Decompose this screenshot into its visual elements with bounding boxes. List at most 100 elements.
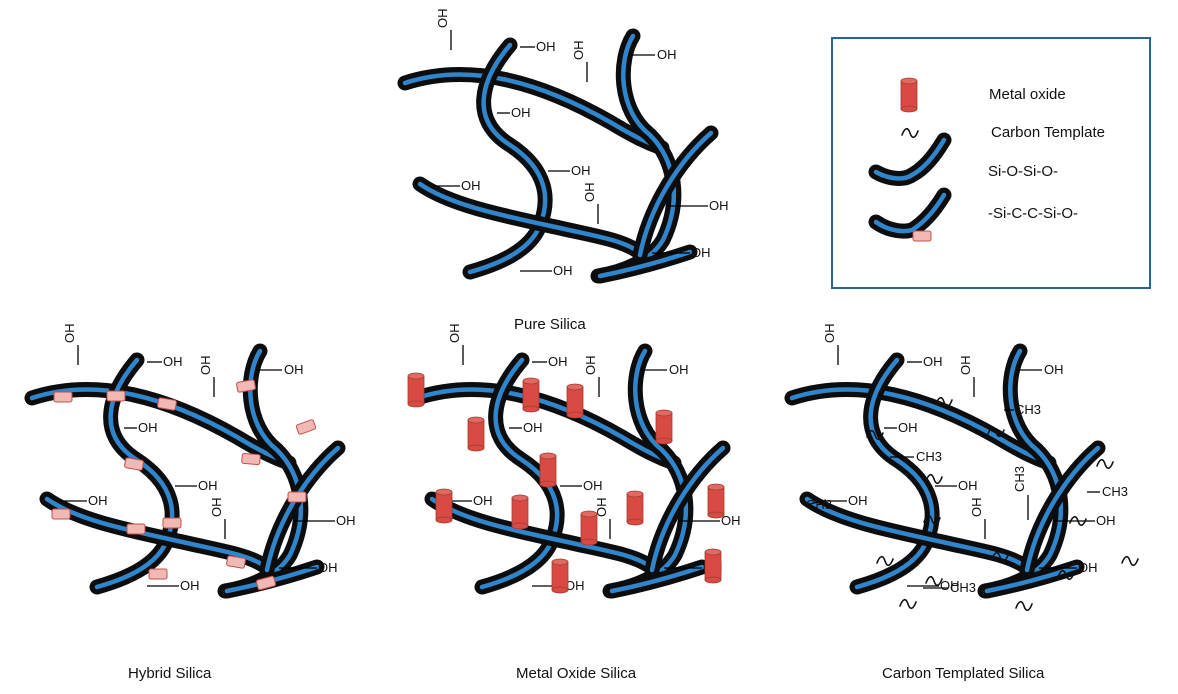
pure-oh-11-label: OH: [553, 263, 573, 278]
metal-oxide-particle-10: [626, 490, 644, 526]
metal-oxide-particle-12: [551, 558, 569, 594]
metal-chain-4: [424, 491, 656, 573]
hybrid-bridge-5: [295, 419, 317, 435]
metal-chain-5: [644, 440, 731, 578]
metal-oxide-particle-7: [435, 488, 453, 524]
hybrid-oh-6-label: OH: [88, 493, 108, 508]
metal-oh-7-label: OH: [583, 478, 603, 493]
carbon-ch3-6-label: CH3: [950, 580, 976, 595]
hybrid-oh-2-label: OH: [163, 354, 183, 369]
pure-oh-4-label: OH: [511, 105, 531, 120]
metal-oh-8-label: OH: [594, 498, 609, 518]
metal-oh-5-label: OH: [669, 362, 689, 377]
hybrid-chain-2: [89, 352, 180, 595]
metal-oxide-particle-4: [467, 416, 485, 452]
carbon-template-12: [899, 598, 917, 610]
metal-oh-6-label: OH: [473, 493, 493, 508]
legend-label-hybrid-bridge: -Si-C-C-Si-O-: [988, 205, 1078, 222]
carbon-template-13: [1015, 600, 1033, 612]
hybrid-bridge-10: [162, 517, 182, 529]
caption-carbon-templated-silica: Carbon Templated Silica: [882, 665, 1045, 682]
carbon-ch3-5-bond: [805, 499, 827, 506]
hybrid-oh-3-label: OH: [198, 356, 213, 376]
hybrid-bridge-8: [51, 508, 71, 520]
legend-carbon-template-icon: [901, 127, 919, 139]
carbon-template-1: [935, 396, 953, 408]
metal-oxide-particle-11: [707, 483, 725, 519]
hybrid-oh-8-label: OH: [209, 498, 224, 518]
metal-chain-2: [474, 352, 565, 595]
caption-metal-oxide-silica: Metal Oxide Silica: [516, 665, 637, 682]
carbon-template-7: [1069, 515, 1087, 527]
hybrid-oh-5-label: OH: [284, 362, 304, 377]
carbon-oh-8-label: OH: [969, 498, 984, 518]
hybrid-bridge-1: [53, 391, 73, 403]
legend-label-siloxane: Si-O-Si-O-: [988, 163, 1058, 180]
pure-oh-2-label: OH: [536, 39, 556, 54]
legend-label-carbon-template: Carbon Template: [991, 124, 1105, 141]
carbon-oh-1-label: OH: [822, 324, 837, 344]
metal-oh-2-label: OH: [548, 354, 568, 369]
legend-label-metal-oxide: Metal oxide: [989, 86, 1066, 103]
carbon-chain-2: [849, 352, 940, 595]
pure-chain-6: [592, 244, 698, 284]
metal-oxide-particle-5: [655, 409, 673, 445]
hybrid-chain-4: [39, 491, 271, 573]
pure-oh-1-label: OH: [435, 9, 450, 29]
carbon-template-10: [1057, 569, 1075, 581]
carbon-oh-9-label: OH: [1096, 513, 1116, 528]
legend-box: [831, 37, 1151, 289]
hybrid-bridge-11: [287, 491, 307, 503]
pure-chain-1: [397, 67, 670, 156]
hybrid-bridge-14: [255, 575, 277, 591]
hybrid-chain-1: [24, 382, 297, 471]
hybrid-oh-11-label: OH: [180, 578, 200, 593]
carbon-template-4: [925, 473, 943, 485]
carbon-ch3-4-label: CH3: [1012, 466, 1027, 492]
carbon-oh-11-label: OH: [940, 578, 960, 593]
metal-oh-9-label: OH: [721, 513, 741, 528]
pure-oh-3-label: OH: [571, 41, 586, 61]
pure-oh-5-label: OH: [657, 47, 677, 62]
carbon-template-14: [1121, 555, 1139, 567]
carbon-chain-4: [799, 491, 1031, 573]
legend-siloxane-chain-icon: [868, 132, 952, 186]
legend-metal-oxide-icon: [900, 77, 918, 113]
carbon-chain-1: [784, 382, 1057, 471]
pure-chain-4: [412, 176, 644, 258]
hybrid-bridge-7: [241, 452, 261, 466]
carbon-template-6: [923, 514, 941, 526]
metal-oh-4-label: OH: [523, 420, 543, 435]
metal-oxide-particle-9: [580, 510, 598, 546]
pure-chain-5: [632, 125, 719, 263]
pure-oh-10-label: OH: [691, 245, 711, 260]
caption-pure-silica: Pure Silica: [514, 316, 586, 333]
hybrid-oh-7-label: OH: [198, 478, 218, 493]
hybrid-oh-9-label: OH: [336, 513, 356, 528]
carbon-template-8: [991, 551, 1009, 563]
pure-oh-9-label: OH: [709, 198, 729, 213]
metal-chain-1: [409, 382, 682, 471]
caption-hybrid-silica: Hybrid Silica: [128, 665, 212, 682]
hybrid-bridge-13: [148, 568, 168, 580]
hybrid-bridge-6: [124, 457, 144, 471]
carbon-ch3-3-label: CH3: [1102, 484, 1128, 499]
carbon-oh-10-label: OH: [1078, 560, 1098, 575]
metal-oh-11-label: OH: [565, 578, 585, 593]
metal-oxide-particle-2: [522, 377, 540, 413]
hybrid-bridge-12: [226, 555, 246, 569]
pure-oh-8-label: OH: [582, 183, 597, 203]
metal-oxide-particle-6: [539, 452, 557, 488]
carbon-oh-2-label: OH: [923, 354, 943, 369]
metal-oxide-particle-3: [566, 383, 584, 419]
carbon-oh-5-label: OH: [1044, 362, 1064, 377]
carbon-template-3: [866, 429, 884, 441]
carbon-chain-5: [1019, 440, 1106, 578]
carbon-chain-6: [979, 559, 1085, 599]
metal-oh-3-label: OH: [583, 356, 598, 376]
metal-oxide-particle-13: [704, 548, 722, 584]
